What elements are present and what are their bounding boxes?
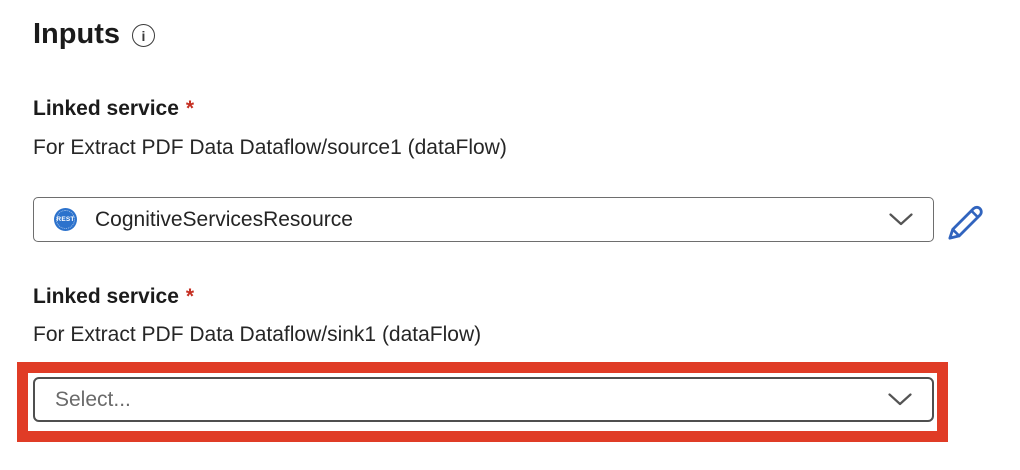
page-title: Inputs (33, 18, 120, 50)
linked-service-sink-dropdown[interactable]: Select... (33, 377, 934, 422)
rest-service-icon: REST (54, 208, 77, 231)
field-description-sink: For Extract PDF Data Dataflow/sink1 (dat… (33, 323, 482, 346)
required-asterisk: * (185, 97, 195, 120)
heading-row: Inputs i (33, 16, 155, 52)
field-label-sink-text: Linked service (33, 285, 179, 308)
required-asterisk: * (185, 285, 195, 308)
linked-service-source-dropdown[interactable]: REST CognitiveServicesResource (33, 197, 934, 242)
chevron-down-icon (888, 393, 912, 406)
field-description-source: For Extract PDF Data Dataflow/source1 (d… (33, 136, 507, 159)
field-label-source: Linked service * (33, 94, 194, 124)
info-icon[interactable]: i (132, 24, 155, 47)
edit-pencil-icon[interactable] (944, 202, 986, 244)
chevron-down-icon (889, 213, 913, 226)
dropdown-selected-value: CognitiveServicesResource (95, 207, 353, 231)
dropdown-placeholder: Select... (55, 387, 131, 411)
field-label-source-text: Linked service (33, 97, 179, 120)
field-label-sink: Linked service * (33, 282, 194, 312)
